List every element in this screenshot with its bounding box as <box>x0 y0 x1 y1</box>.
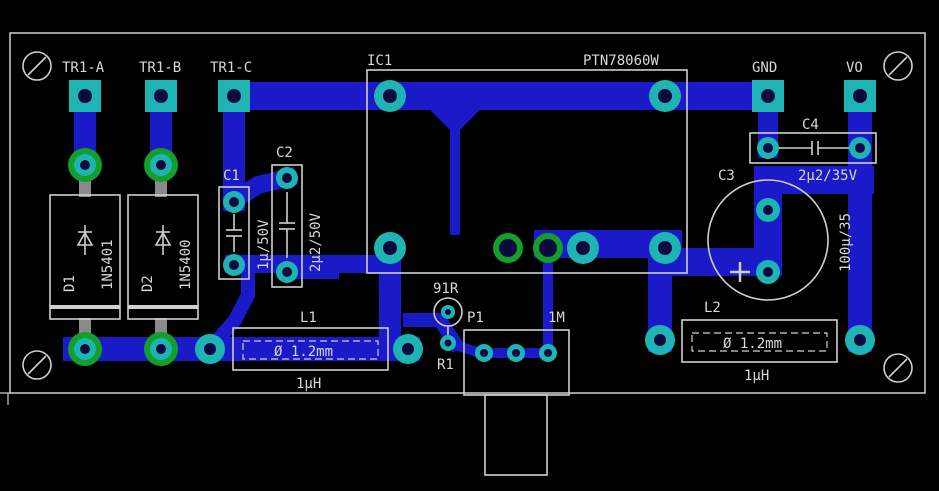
pad-c2-1 <box>276 167 298 189</box>
pad-vo <box>844 80 876 112</box>
pad-r1-2 <box>440 335 456 351</box>
pad-ic1-4 <box>493 233 523 263</box>
pad-ic1-3 <box>374 232 406 264</box>
label-tr1b: TR1-B <box>139 60 181 76</box>
d1-body <box>49 194 121 320</box>
pad-c3-neg <box>756 198 780 222</box>
pad-p1-1 <box>475 344 493 362</box>
ic1-outline <box>366 69 688 274</box>
pad-l1-2 <box>393 334 423 364</box>
pad-ic1-7 <box>649 232 681 264</box>
pad-p1-3 <box>539 344 557 362</box>
label-c4: C4 <box>802 117 819 133</box>
c2-body <box>271 164 303 288</box>
pad-d1-cathode <box>68 332 102 366</box>
pad-ic1-6 <box>567 232 599 264</box>
label-vo: VO <box>846 60 863 76</box>
label-r1-value: 91R <box>433 281 459 297</box>
label-l2-dimension: Ø 1.2mm <box>723 336 782 352</box>
pad-c1-2 <box>223 254 245 276</box>
r1-body <box>433 297 463 336</box>
pad-c4-1 <box>757 137 779 159</box>
pad-d1-anode <box>68 148 102 182</box>
label-l2-value: 1µH <box>744 368 769 384</box>
label-c2-value: 2µ2/50V <box>308 212 324 272</box>
pad-ic1-2 <box>649 80 681 112</box>
l1-body <box>232 327 389 371</box>
label-p1-value: 1M <box>548 310 565 326</box>
pad-d2-cathode <box>144 332 178 366</box>
p1-body <box>463 329 570 476</box>
mounting-hole-top-left <box>22 51 52 81</box>
label-p1: P1 <box>467 310 484 326</box>
pad-c3-pos <box>756 260 780 284</box>
label-d1-value: 1N5401 <box>100 239 116 290</box>
l2-body <box>681 319 838 363</box>
mounting-hole-top-right <box>883 51 913 81</box>
label-l1-dimension: Ø 1.2mm <box>274 344 333 360</box>
pad-gnd <box>752 80 784 112</box>
label-c3-value: 100µ/35 <box>838 213 854 272</box>
pad-p1-2 <box>507 344 525 362</box>
pad-r1-1 <box>441 305 455 319</box>
board-outline <box>9 32 926 394</box>
label-l1-value: 1µH <box>296 376 321 392</box>
label-l1: L1 <box>300 310 317 326</box>
pad-d2-anode <box>144 148 178 182</box>
label-tr1c: TR1-C <box>210 60 252 76</box>
label-c1-value: 1µ/50V <box>256 219 272 270</box>
pad-ic1-1 <box>374 80 406 112</box>
label-d2-value: 1N5400 <box>178 239 194 290</box>
pad-ic1-5 <box>533 233 563 263</box>
label-c2: C2 <box>276 145 293 161</box>
pad-tr1c <box>218 80 250 112</box>
mounting-hole-bottom-right <box>883 353 913 383</box>
label-c4-value: 2µ2/35V <box>798 168 858 184</box>
label-d2: D2 <box>140 275 156 292</box>
label-ic1-part: PTN78060W <box>583 53 659 69</box>
mounting-hole-bottom-left <box>22 350 52 380</box>
pad-tr1a <box>69 80 101 112</box>
label-l2: L2 <box>704 300 721 316</box>
pad-c2-2 <box>276 261 298 283</box>
label-ic1: IC1 <box>367 53 392 69</box>
label-tr1a: TR1-A <box>62 60 105 76</box>
label-gnd: GND <box>752 60 777 76</box>
label-c3: C3 <box>718 168 735 184</box>
d2-body <box>127 194 199 320</box>
c3-body <box>707 179 829 301</box>
pad-c4-2 <box>849 137 871 159</box>
pad-l2-2 <box>845 325 875 355</box>
c4-body <box>749 132 877 164</box>
label-c1: C1 <box>223 168 240 184</box>
pad-c1-1 <box>223 191 245 213</box>
pad-l1-1 <box>195 334 225 364</box>
pad-l2-1 <box>645 325 675 355</box>
label-r1: R1 <box>437 357 454 373</box>
pad-tr1b <box>145 80 177 112</box>
label-d1: D1 <box>62 275 78 292</box>
c1-body <box>218 186 250 280</box>
